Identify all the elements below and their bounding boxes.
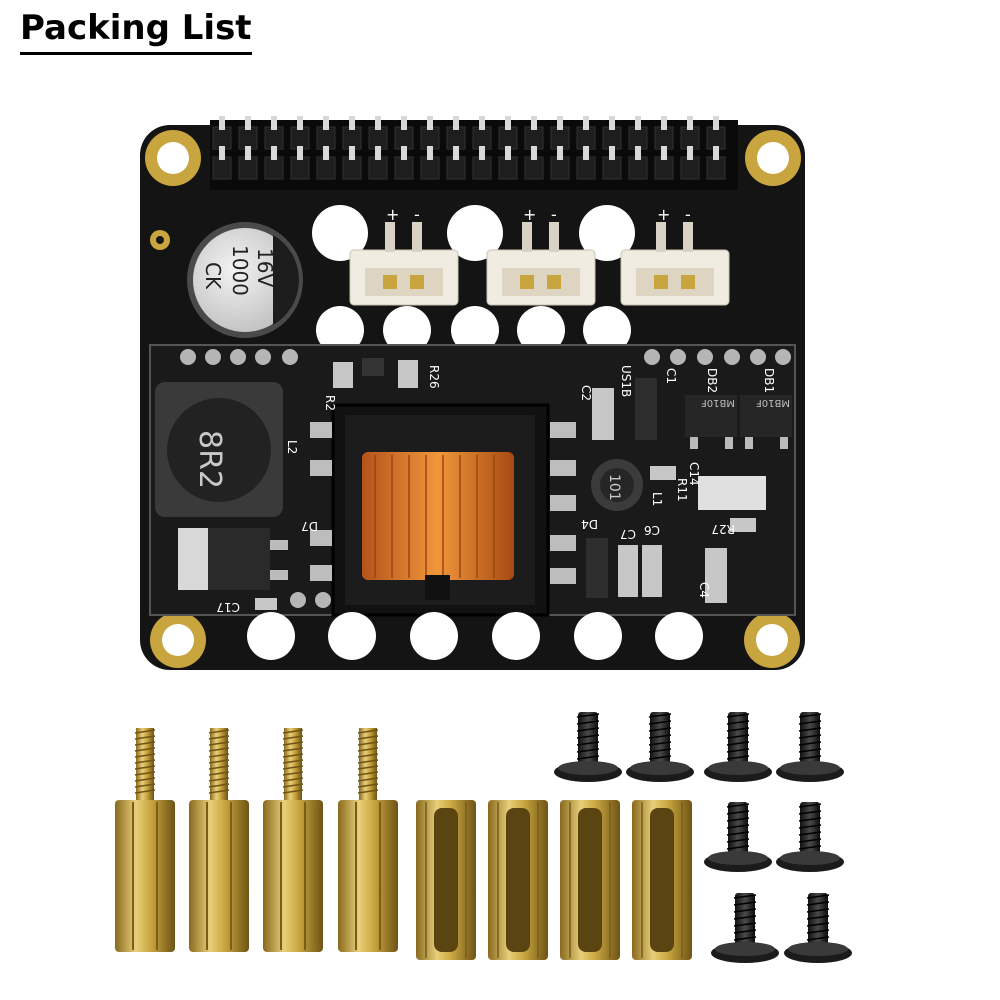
- svg-text:101: 101: [606, 474, 622, 501]
- brass-standoff-female-female: [416, 800, 476, 960]
- svg-text:R27: R27: [711, 522, 735, 536]
- svg-text:C14: C14: [687, 462, 701, 486]
- svg-text:D4: D4: [581, 517, 598, 531]
- screw: [554, 712, 622, 782]
- brass-standoff-male-female: [115, 728, 175, 952]
- electrolytic-capacitor: 16V 1000 CK: [187, 222, 303, 338]
- svg-text:R2: R2: [323, 395, 337, 411]
- screws: [554, 712, 852, 963]
- svg-text:DB2: DB2: [705, 368, 719, 393]
- title-underline: [20, 52, 252, 55]
- screw: [784, 893, 852, 963]
- gpio-pin: [602, 146, 622, 180]
- smd-components: [255, 358, 766, 610]
- svg-text:-: -: [414, 205, 420, 224]
- gpio-pin: [342, 146, 362, 180]
- fan-connector-3: + -: [620, 205, 730, 306]
- svg-text:+: +: [657, 205, 670, 224]
- svg-text:C4: C4: [697, 582, 711, 598]
- gpio-pin: [394, 146, 414, 180]
- svg-text:CK: CK: [201, 262, 225, 290]
- gpio-pin: [316, 146, 336, 180]
- gpio-pin: [238, 146, 258, 180]
- gpio-pin: [654, 146, 674, 180]
- mounting-hole: [745, 130, 801, 186]
- brass-standoff-female-female: [632, 800, 692, 960]
- svg-text:MB10F: MB10F: [756, 397, 790, 408]
- brass-standoff-male-female: [338, 728, 398, 952]
- screw: [704, 802, 772, 872]
- brass-standoff-female-female: [560, 800, 620, 960]
- brass-standoff-female-female: [488, 800, 548, 960]
- gpio-pin: [420, 146, 440, 180]
- power-module: 8R2: [149, 344, 796, 617]
- gpio-pin: [290, 146, 310, 180]
- small-inductor: 101: [591, 459, 643, 511]
- svg-text:-: -: [551, 205, 557, 224]
- gpio-pin: [368, 146, 388, 180]
- standoffs-male-female: [115, 728, 398, 952]
- svg-text:C2: C2: [579, 385, 593, 401]
- gpio-pin: [394, 116, 414, 150]
- svg-text:L1: L1: [650, 492, 664, 506]
- bridge-rectifier-db1: MB10F: [740, 395, 792, 449]
- svg-text:US1B: US1B: [619, 365, 633, 397]
- brass-standoff-male-female: [263, 728, 323, 952]
- mounting-hole: [150, 612, 206, 668]
- svg-text:L2: L2: [285, 440, 299, 454]
- gpio-header: [210, 116, 738, 190]
- gpio-pin: [550, 146, 570, 180]
- page-title: Packing List: [20, 8, 252, 48]
- fan-connector-2: + -: [486, 205, 596, 306]
- screw: [626, 712, 694, 782]
- svg-text:DB1: DB1: [762, 368, 776, 393]
- gpio-pin: [238, 116, 258, 150]
- mounting-hole: [744, 612, 800, 668]
- standoffs-female-female: [416, 800, 692, 960]
- svg-text:+: +: [523, 205, 536, 224]
- screw: [704, 712, 772, 782]
- hat-board: 16V 1000 CK + - + - + -: [140, 116, 805, 670]
- power-inductor: 8R2: [155, 382, 283, 517]
- transformer: [310, 403, 576, 617]
- svg-text:MB10F: MB10F: [701, 397, 735, 408]
- silkscreen-labels: R26 R2 C2 US1B DB2 DB1 L2 C1 C14 R11 L1 …: [216, 365, 776, 614]
- mounting-hole: [145, 130, 201, 186]
- gpio-pin: [264, 146, 284, 180]
- brass-standoff-male-female: [189, 728, 249, 952]
- vent-holes-bottom: [247, 612, 703, 660]
- vent-holes-top: [312, 205, 635, 354]
- svg-text:16V: 16V: [253, 248, 277, 287]
- gpio-pin: [498, 116, 518, 150]
- screw: [711, 893, 779, 963]
- screw: [776, 802, 844, 872]
- svg-text:R26: R26: [427, 365, 441, 389]
- svg-text:C1: C1: [664, 368, 678, 384]
- svg-text:D7: D7: [301, 519, 318, 533]
- svg-text:+: +: [386, 205, 399, 224]
- bridge-rectifier-db2: MB10F: [685, 395, 737, 449]
- gpio-pin: [576, 146, 596, 180]
- gpio-pin: [524, 146, 544, 180]
- svg-text:8R2: 8R2: [192, 430, 227, 489]
- mosfet: [178, 528, 288, 590]
- svg-text:C17: C17: [216, 600, 240, 614]
- fan-connector-1: + -: [349, 205, 459, 306]
- svg-text:C7: C7: [620, 527, 636, 541]
- svg-text:1000: 1000: [228, 245, 252, 296]
- gpio-pin: [446, 146, 466, 180]
- gpio-pin: [680, 146, 700, 180]
- svg-text:R11: R11: [675, 478, 689, 502]
- gpio-pin: [498, 146, 518, 180]
- gpio-pin: [628, 146, 648, 180]
- svg-text:-: -: [685, 205, 691, 224]
- svg-text:C6: C6: [644, 523, 660, 537]
- gpio-pin: [472, 146, 492, 180]
- gpio-pin: [706, 146, 726, 180]
- screw: [776, 712, 844, 782]
- gpio-pin: [212, 146, 232, 180]
